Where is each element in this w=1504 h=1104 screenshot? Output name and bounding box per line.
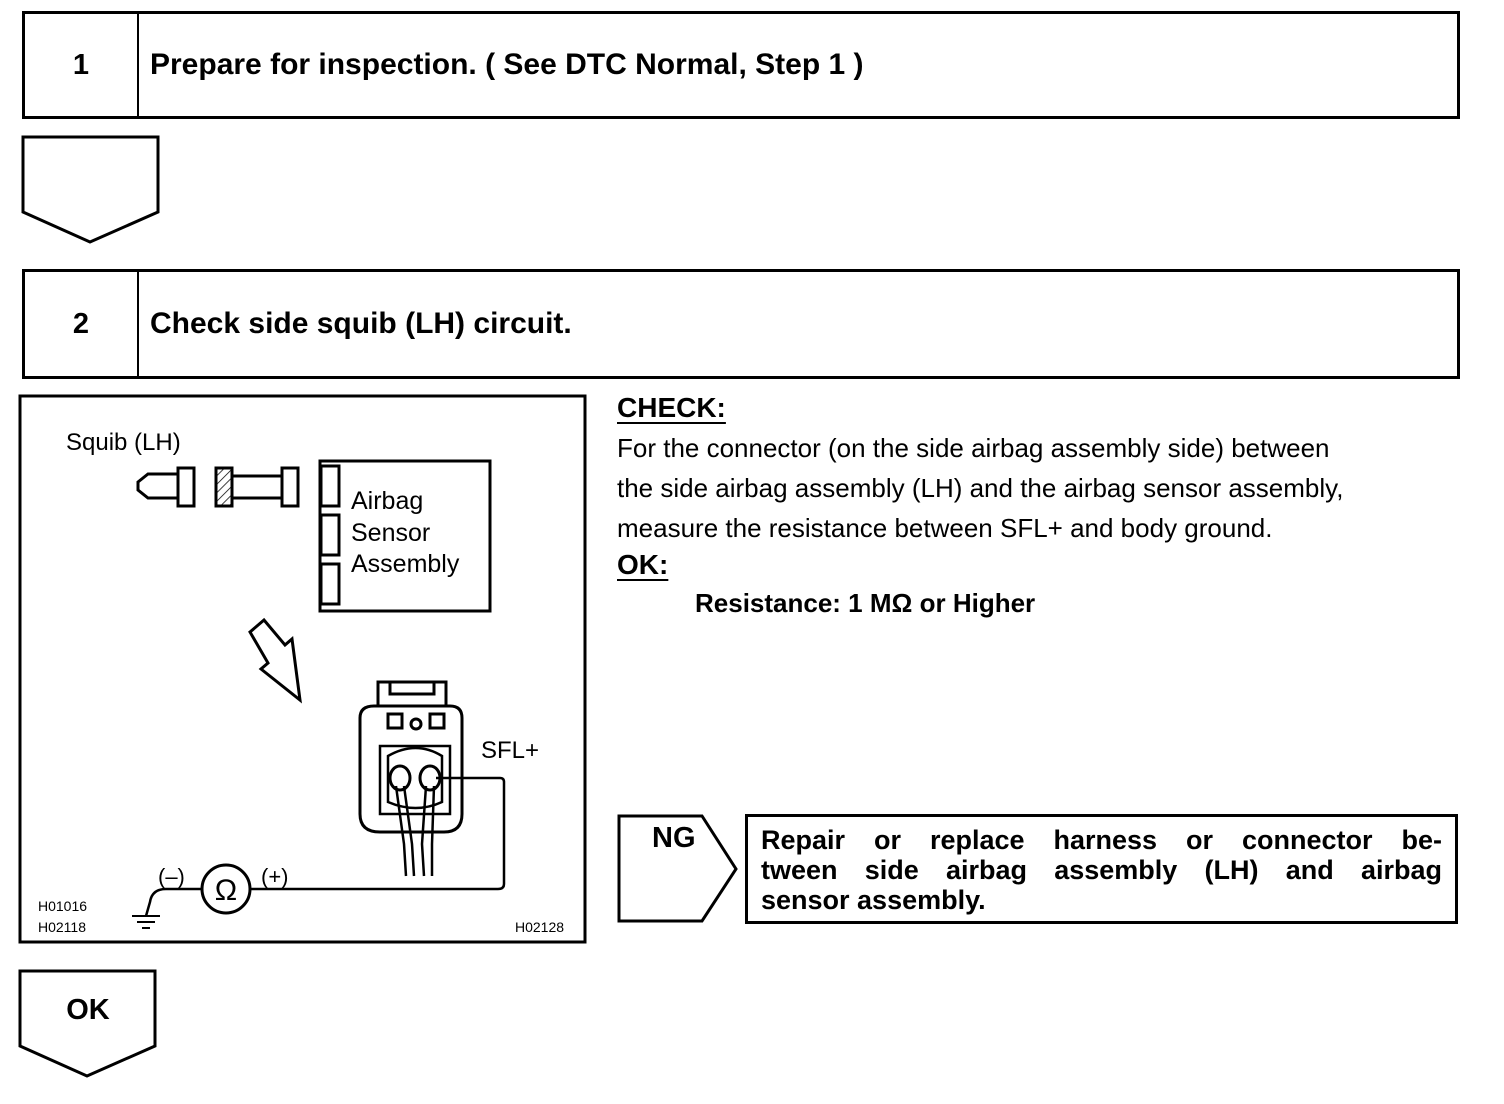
sensor-label-2: Sensor <box>351 519 430 547</box>
flow-arrow-down-icon <box>21 135 160 244</box>
sensor-label-1: Airbag <box>351 487 423 515</box>
sensor-label-3: Assembly <box>351 550 460 578</box>
ng-remedy-line-3: sensor assembly. <box>761 885 986 915</box>
figure-code-3: H02128 <box>515 919 564 935</box>
step-1-box: 1 Prepare for inspection. ( See DTC Norm… <box>22 11 1460 119</box>
ng-arrow-icon <box>617 814 738 923</box>
connector-face-icon <box>358 680 464 834</box>
direction-arrow-icon <box>248 617 302 704</box>
check-heading: CHECK: <box>617 392 726 423</box>
step-2-number: 2 <box>25 272 139 376</box>
meter-minus-label: (–) <box>158 864 185 889</box>
ng-remedy-box: Repair or replace harness or connector b… <box>745 814 1458 924</box>
ok-resistance-value: Resistance: 1 MΩ or Higher <box>695 588 1036 618</box>
step-2-box: 2 Check side squib (LH) circuit. <box>22 269 1460 379</box>
squib-connector-icon <box>136 466 300 508</box>
check-line-2: the side airbag assembly (LH) and the ai… <box>617 473 1344 503</box>
ok-arrow-down-icon <box>18 969 157 1078</box>
check-line-1: For the connector (on the side airbag as… <box>617 433 1330 463</box>
step-2-title: Check side squib (LH) circuit. <box>150 307 572 340</box>
ng-remedy-text: Repair or replace harness or connector b… <box>761 825 1442 915</box>
ng-label: NG <box>652 822 696 854</box>
step-1-number: 1 <box>25 14 139 116</box>
ng-remedy-line-2: tween side airbag assembly (LH) and airb… <box>761 855 1442 885</box>
circuit-diagram: Squib (LH) Airbag Sensor Assembly <box>18 394 587 944</box>
figure-code-2: H02118 <box>38 919 86 935</box>
ohmmeter-symbol: Ω <box>215 874 237 907</box>
ground-icon <box>132 915 160 929</box>
ng-remedy-line-1: Repair or replace harness or connector b… <box>761 825 1442 855</box>
check-line-3: measure the resistance between SFL+ and … <box>617 513 1273 543</box>
ok-arrow-label: OK <box>66 994 110 1026</box>
airbag-sensor-assembly-icon <box>318 459 492 613</box>
meter-plus-label: (+) <box>261 864 289 889</box>
test-lead-wire <box>263 776 506 891</box>
terminal-label-sfl: SFL+ <box>481 737 539 764</box>
squib-label: Squib (LH) <box>66 429 181 456</box>
step-1-title: Prepare for inspection. ( See DTC Normal… <box>150 48 864 81</box>
figure-code-1: H01016 <box>38 898 87 914</box>
ok-heading: OK: <box>617 549 669 580</box>
